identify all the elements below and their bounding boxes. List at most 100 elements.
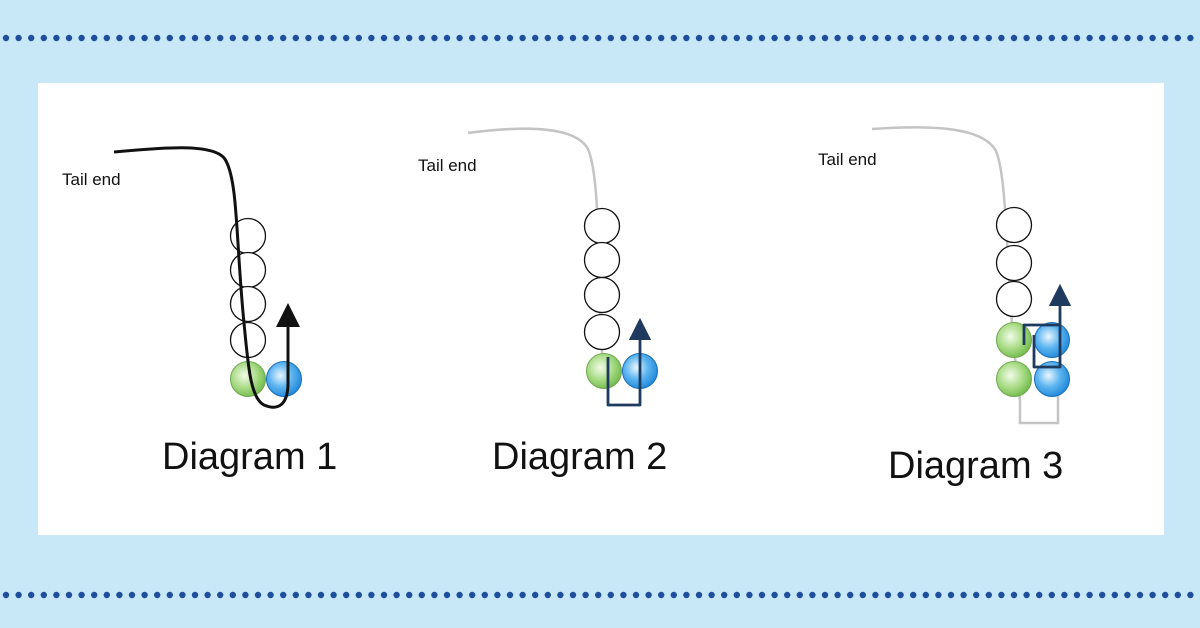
border-dot (506, 34, 514, 42)
border-dot (519, 34, 526, 42)
border-dot (935, 591, 942, 599)
border-dot (670, 591, 677, 599)
border-dot (481, 591, 488, 599)
border-dot (1162, 591, 1169, 599)
border-dot (305, 34, 312, 42)
border-dot (292, 34, 299, 42)
border-dot (141, 34, 148, 42)
border-dot (998, 591, 1005, 599)
border-dot (985, 591, 992, 599)
border-dot (847, 34, 854, 42)
bead-icon (229, 217, 302, 397)
thread-arrow-icon (1022, 295, 1060, 369)
border-dot (746, 591, 753, 599)
border-dot (771, 591, 778, 599)
border-dot (1073, 34, 1081, 42)
border-dot (267, 591, 274, 599)
border-dot (280, 591, 287, 599)
border-dot (242, 591, 249, 599)
border-dot (368, 591, 375, 599)
border-dot (229, 34, 236, 42)
border-dot (519, 591, 526, 599)
border-dot (1023, 591, 1030, 599)
border-dot (330, 591, 337, 599)
diagram-2-label: Diagram 2 (492, 436, 668, 478)
border-dot (1048, 591, 1056, 599)
border-dot (758, 591, 766, 599)
border-dot (695, 34, 703, 42)
border-dot (355, 34, 362, 42)
border-dot (368, 34, 375, 42)
border-dot (355, 591, 362, 599)
thread-arrow-icon (113, 146, 300, 409)
bead-icon (995, 206, 1070, 397)
border-dot (494, 34, 501, 42)
border-dot (884, 34, 892, 42)
border-dot (229, 591, 236, 599)
border-dot (292, 591, 299, 599)
border-dot (154, 34, 161, 42)
border-dot (481, 34, 488, 42)
border-dot (1099, 34, 1106, 42)
border-dot (721, 34, 728, 42)
border-dot (15, 34, 22, 42)
border-dot (431, 34, 438, 42)
bead-white-2 (229, 251, 267, 289)
border-dot (393, 591, 400, 599)
border-dot (78, 34, 85, 42)
border-dot (809, 34, 816, 42)
border-dot (28, 591, 35, 599)
border-dot (607, 591, 614, 599)
border-dot (632, 591, 640, 599)
border-dot (922, 34, 929, 42)
border-dot (53, 591, 60, 599)
border-dot (960, 34, 967, 42)
border-dot (1174, 34, 1182, 42)
border-dot (607, 34, 614, 42)
border-dot (859, 591, 866, 599)
border-dot (532, 591, 539, 599)
border-dot (582, 34, 589, 42)
border-dot (632, 34, 640, 42)
border-dot (998, 34, 1005, 42)
border-dot (166, 34, 173, 42)
border-dot (544, 591, 551, 599)
border-dot (595, 591, 602, 599)
border-dot (1061, 34, 1068, 42)
border-dot (418, 591, 425, 599)
border-dot (897, 591, 904, 599)
border-dot (771, 34, 778, 42)
border-dot (254, 591, 262, 599)
border-dot (191, 34, 199, 42)
border-dot (1061, 591, 1068, 599)
border-dot (15, 591, 22, 599)
border-dot (1086, 591, 1093, 599)
border-dot (708, 34, 715, 42)
border-dot (91, 591, 98, 599)
border-dot (506, 591, 514, 599)
border-dot (960, 591, 967, 599)
border-dot (330, 34, 337, 42)
border-dot (935, 34, 942, 42)
border-dot (695, 591, 703, 599)
border-dot (154, 591, 161, 599)
diagram-3-label: Diagram 3 (888, 445, 1064, 487)
border-dot (1187, 34, 1194, 42)
border-dot (1099, 591, 1106, 599)
border-dot (443, 34, 451, 42)
border-dot (280, 34, 287, 42)
border-dot (380, 591, 388, 599)
border-dot (53, 34, 60, 42)
border-dot (217, 34, 224, 42)
thread-arrow-icon (606, 317, 652, 407)
border-dot (469, 591, 476, 599)
border-dot (1162, 34, 1169, 42)
bead-green-lower (996, 361, 1032, 397)
border-dot (809, 591, 816, 599)
border-dot (204, 591, 211, 599)
border-dot (242, 34, 249, 42)
border-dot (28, 34, 35, 42)
border-dot (103, 591, 111, 599)
thread-grey-2 (467, 127, 606, 374)
bead-white-1 (583, 207, 621, 245)
